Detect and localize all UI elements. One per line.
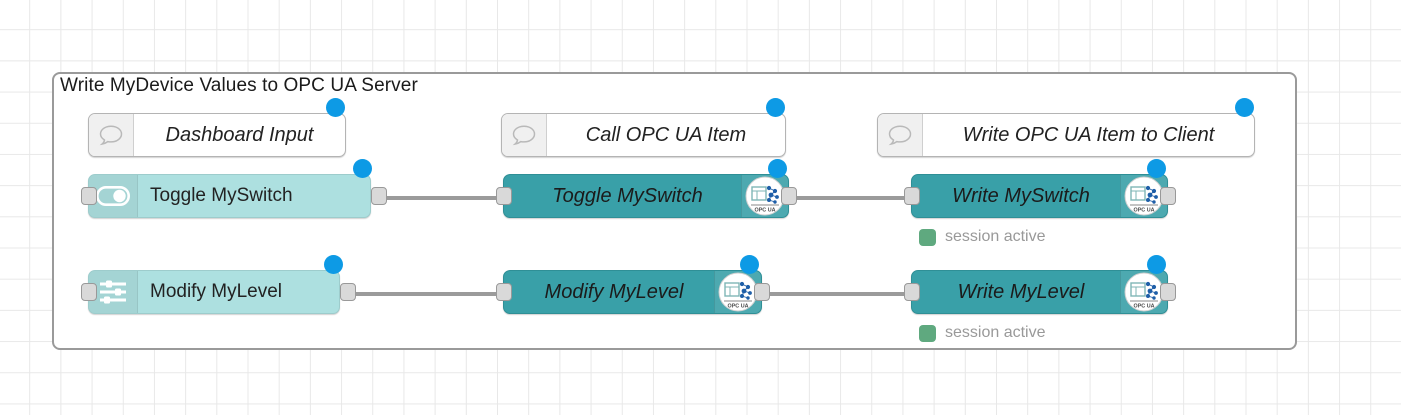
input-port-write-mylevel[interactable] bbox=[904, 283, 920, 301]
opcua-node-write-mylevel[interactable]: Write MyLevel OPC UA bbox=[911, 270, 1168, 314]
opc-ua-icon: OPC UA bbox=[1120, 271, 1167, 313]
wire-toggle-dashboard-to-call bbox=[384, 196, 502, 200]
opc-ua-icon: OPC UA bbox=[1120, 175, 1167, 217]
wire-level-dashboard-to-call bbox=[352, 292, 502, 296]
output-port-write-mylevel[interactable] bbox=[1160, 283, 1176, 301]
node-label: Write MyLevel bbox=[957, 280, 1085, 303]
output-port-call-toggle-myswitch[interactable] bbox=[781, 187, 797, 205]
status-write-myswitch: session active bbox=[919, 228, 1046, 246]
output-port-modify-mylevel-dashboard[interactable] bbox=[340, 283, 356, 301]
input-port-call-toggle-myswitch[interactable] bbox=[496, 187, 512, 205]
opcua-node-write-myswitch[interactable]: Write MySwitch OPC UA bbox=[911, 174, 1168, 218]
input-port-modify-mylevel-dashboard[interactable] bbox=[81, 283, 97, 301]
output-port-write-myswitch[interactable] bbox=[1160, 187, 1176, 205]
selection-handle-comment-write-opc-ua-item-to-client[interactable] bbox=[1235, 98, 1254, 117]
opc-ua-icon: OPC UA bbox=[741, 175, 788, 217]
opcua-node-call-toggle-myswitch[interactable]: Toggle MySwitch OPC UA bbox=[503, 174, 789, 218]
dashboard-node-toggle-myswitch[interactable]: Toggle MySwitch bbox=[88, 174, 371, 218]
status-label: session active bbox=[945, 324, 1046, 341]
svg-text:OPC UA: OPC UA bbox=[755, 208, 776, 214]
selection-handle-comment-dashboard-input[interactable] bbox=[326, 98, 345, 117]
status-write-mylevel: session active bbox=[919, 324, 1046, 342]
selection-handle-write-mylevel[interactable] bbox=[1147, 255, 1166, 274]
svg-text:OPC UA: OPC UA bbox=[1134, 208, 1155, 214]
opcua-node-call-modify-mylevel[interactable]: Modify MyLevel OPC UA bbox=[503, 270, 762, 314]
comment-node-write-opc-ua-item-to-client[interactable]: Write OPC UA Item to Client bbox=[877, 113, 1255, 157]
wire-call-to-write-switch bbox=[789, 196, 909, 200]
dashboard-node-modify-mylevel[interactable]: Modify MyLevel bbox=[88, 270, 340, 314]
comment-node-call-opc-ua-item[interactable]: Call OPC UA Item bbox=[501, 113, 786, 157]
node-label: Toggle MySwitch bbox=[150, 185, 293, 206]
status-badge bbox=[919, 324, 936, 342]
status-badge bbox=[919, 228, 936, 246]
input-port-call-modify-mylevel[interactable] bbox=[496, 283, 512, 301]
sliders-icon bbox=[89, 271, 138, 313]
opc-ua-icon: OPC UA bbox=[714, 271, 761, 313]
selection-handle-call-modify-mylevel[interactable] bbox=[740, 255, 759, 274]
comment-bubble-icon bbox=[89, 114, 134, 156]
comment-label: Dashboard Input bbox=[165, 123, 314, 146]
output-port-toggle-myswitch-dashboard[interactable] bbox=[371, 187, 387, 205]
selection-handle-comment-call-opc-ua-item[interactable] bbox=[766, 98, 785, 117]
node-label: Toggle MySwitch bbox=[552, 184, 703, 207]
comment-bubble-icon bbox=[878, 114, 923, 156]
selection-handle-dashboard-modify-mylevel[interactable] bbox=[324, 255, 343, 274]
node-label: Modify MyLevel bbox=[150, 281, 282, 302]
comment-bubble-icon bbox=[502, 114, 547, 156]
node-label: Modify MyLevel bbox=[544, 280, 684, 303]
status-label: session active bbox=[945, 228, 1046, 245]
svg-text:OPC UA: OPC UA bbox=[728, 304, 749, 310]
input-port-write-myswitch[interactable] bbox=[904, 187, 920, 205]
wire-call-to-write-level bbox=[762, 292, 910, 296]
output-port-call-modify-mylevel[interactable] bbox=[754, 283, 770, 301]
input-port-toggle-myswitch-dashboard[interactable] bbox=[81, 187, 97, 205]
selection-handle-call-toggle-myswitch[interactable] bbox=[768, 159, 787, 178]
selection-handle-dashboard-toggle-myswitch[interactable] bbox=[353, 159, 372, 178]
comment-label: Call OPC UA Item bbox=[585, 123, 747, 146]
flow-group-label: Write MyDevice Values to OPC UA Server bbox=[60, 75, 418, 96]
toggle-switch-icon bbox=[89, 175, 138, 217]
svg-text:OPC UA: OPC UA bbox=[1134, 304, 1155, 310]
comment-label: Write OPC UA Item to Client bbox=[962, 123, 1215, 146]
selection-handle-write-myswitch[interactable] bbox=[1147, 159, 1166, 178]
node-label: Write MySwitch bbox=[952, 184, 1090, 207]
comment-node-dashboard-input[interactable]: Dashboard Input bbox=[88, 113, 346, 157]
